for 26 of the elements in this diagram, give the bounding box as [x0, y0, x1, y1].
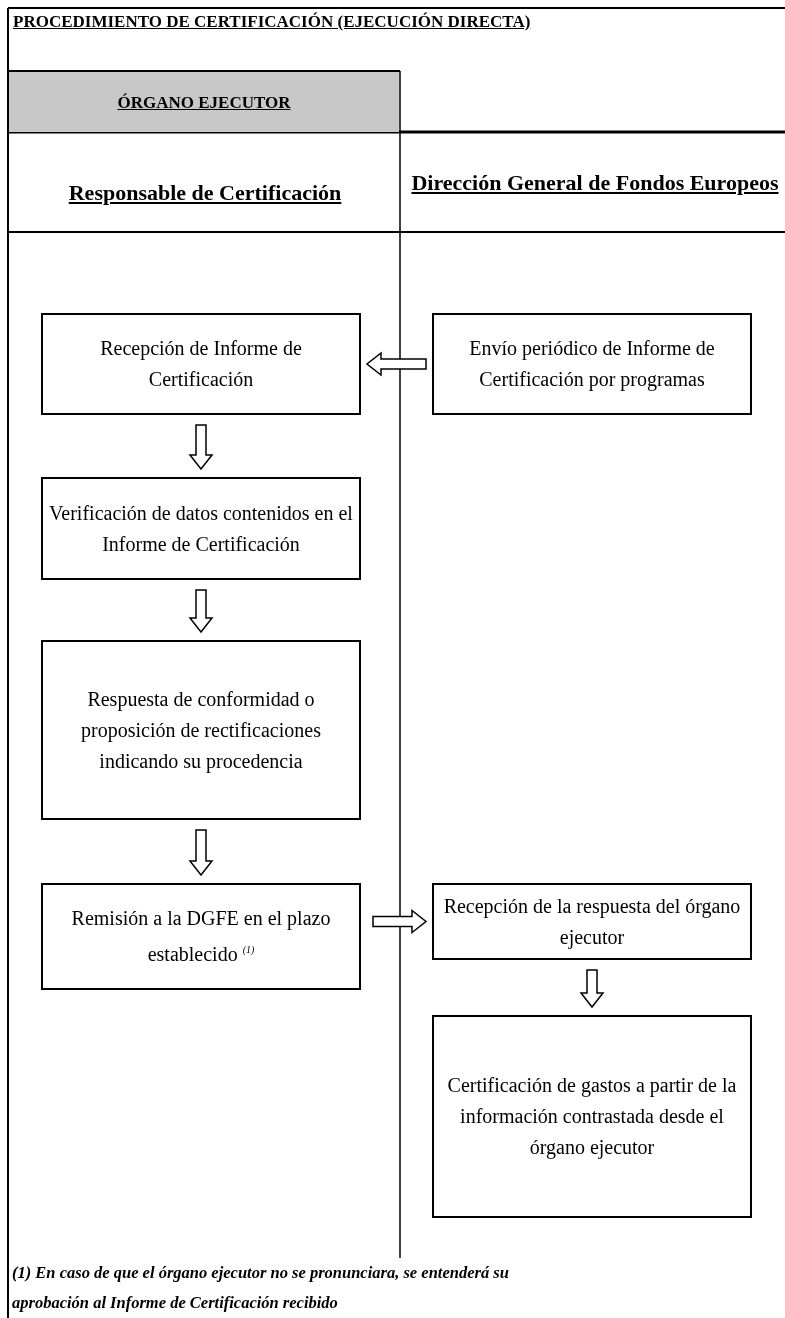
block-arrow: [188, 424, 214, 471]
header-band: [9, 72, 399, 132]
footnote: (1) En caso de que el órgano ejecutor no se pronunciara, se entenderá su aprobación al Informe de Certificación recibido: [12, 1263, 509, 1312]
block-arrow: [372, 908, 428, 935]
process-box: [41, 883, 361, 990]
step-text: Respuesta de conformidad o proposición de rectificaciones indicando su procedencia: [80, 686, 322, 775]
process-box: [41, 477, 361, 580]
step-text: Certificación de gastos a partir de la información contrastada desde el órgano ejecutor: [446, 1073, 738, 1161]
diagram-title: PROCEDIMIENTO DE CERTIFICACIÓN (EJECUCIÓN DIRECTA): [13, 12, 531, 32]
band-heading: ÓRGANO EJECUTOR: [117, 91, 291, 114]
process-box: [432, 1015, 752, 1218]
column-heading: Dirección General de Fondos Europeos: [411, 170, 779, 195]
process-box: [432, 313, 752, 415]
step-text: Recepción de la respuesta del órgano ejecutor: [442, 893, 742, 951]
column-heading: Responsable de Certificación: [68, 180, 342, 205]
block-arrow: [579, 969, 605, 1009]
process-box: [432, 883, 752, 960]
step-text: Remisión a la DGFE en el plazo establecido $^{(1)}$: [70, 906, 332, 967]
block-arrow: [188, 829, 214, 877]
block-arrow: [365, 351, 427, 377]
block-arrow: [188, 589, 214, 634]
step-text: Envío periódico de Informe de Certificación por programas: [468, 336, 716, 393]
step-text: Recepción de Informe de Certificación: [99, 336, 303, 392]
process-box: [41, 313, 361, 415]
process-box: [41, 640, 361, 820]
step-text: Verificación de datos contenidos en el Informe de Certificación: [49, 500, 353, 557]
